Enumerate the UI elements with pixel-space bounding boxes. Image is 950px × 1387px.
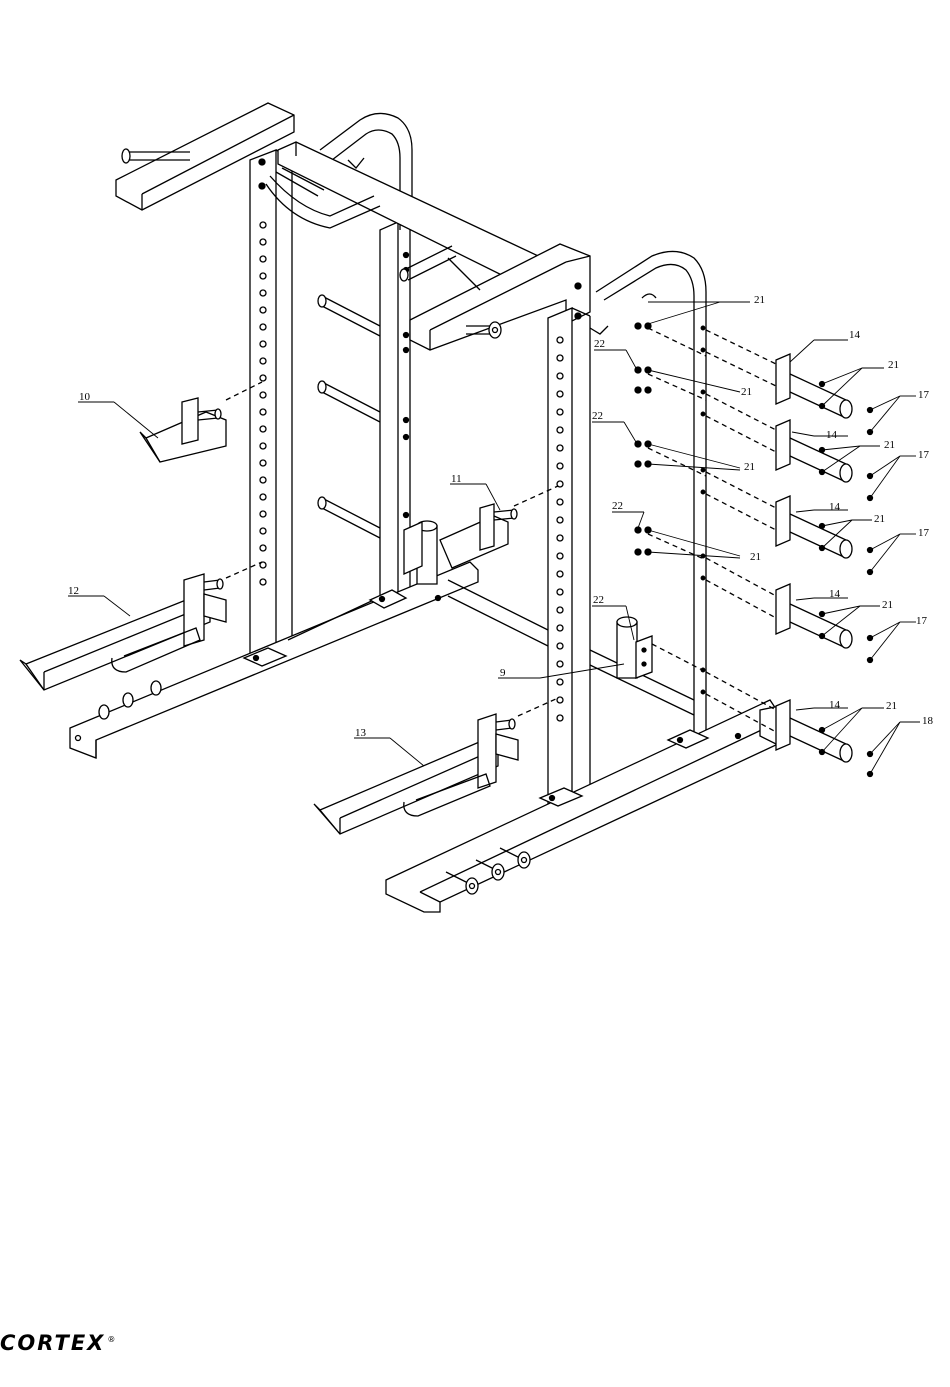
label-21: 21	[886, 700, 897, 712]
label-22: 22	[594, 338, 605, 350]
part-10-j-hook	[140, 382, 262, 462]
label-17: 17	[918, 527, 930, 539]
registered-mark: ®	[107, 1335, 115, 1344]
label-21: 21	[750, 551, 761, 563]
front-upright	[548, 283, 705, 804]
label-12: 12	[68, 585, 79, 597]
storage-pegs	[318, 295, 380, 538]
label-17: 17	[916, 615, 928, 627]
label-17: 17	[918, 389, 930, 401]
part-13-safety-arm	[314, 698, 558, 834]
label-14: 14	[826, 429, 838, 441]
label-21: 21	[754, 294, 765, 306]
label-21: 21	[874, 513, 885, 525]
label-21: 21	[744, 461, 755, 473]
label-11: 11	[451, 473, 462, 485]
label-18: 18	[922, 715, 934, 727]
label-22: 22	[592, 410, 603, 422]
label-21: 21	[741, 386, 752, 398]
label-17: 17	[918, 449, 930, 461]
label-14: 14	[829, 501, 841, 513]
label-21: 21	[884, 439, 895, 451]
brand-name: CORTEX	[0, 1333, 105, 1354]
label-21: 21	[882, 599, 893, 611]
brand-logo: CORTEX ®	[0, 1333, 115, 1354]
label-14: 14	[849, 329, 861, 341]
label-13: 13	[355, 727, 367, 739]
label-10: 10	[79, 391, 91, 403]
label-21: 21	[888, 359, 899, 371]
label-22: 22	[612, 500, 623, 512]
label-14: 14	[829, 699, 841, 711]
label-14: 14	[829, 588, 841, 600]
label-22: 22	[593, 594, 604, 606]
label-9: 9	[500, 667, 506, 679]
